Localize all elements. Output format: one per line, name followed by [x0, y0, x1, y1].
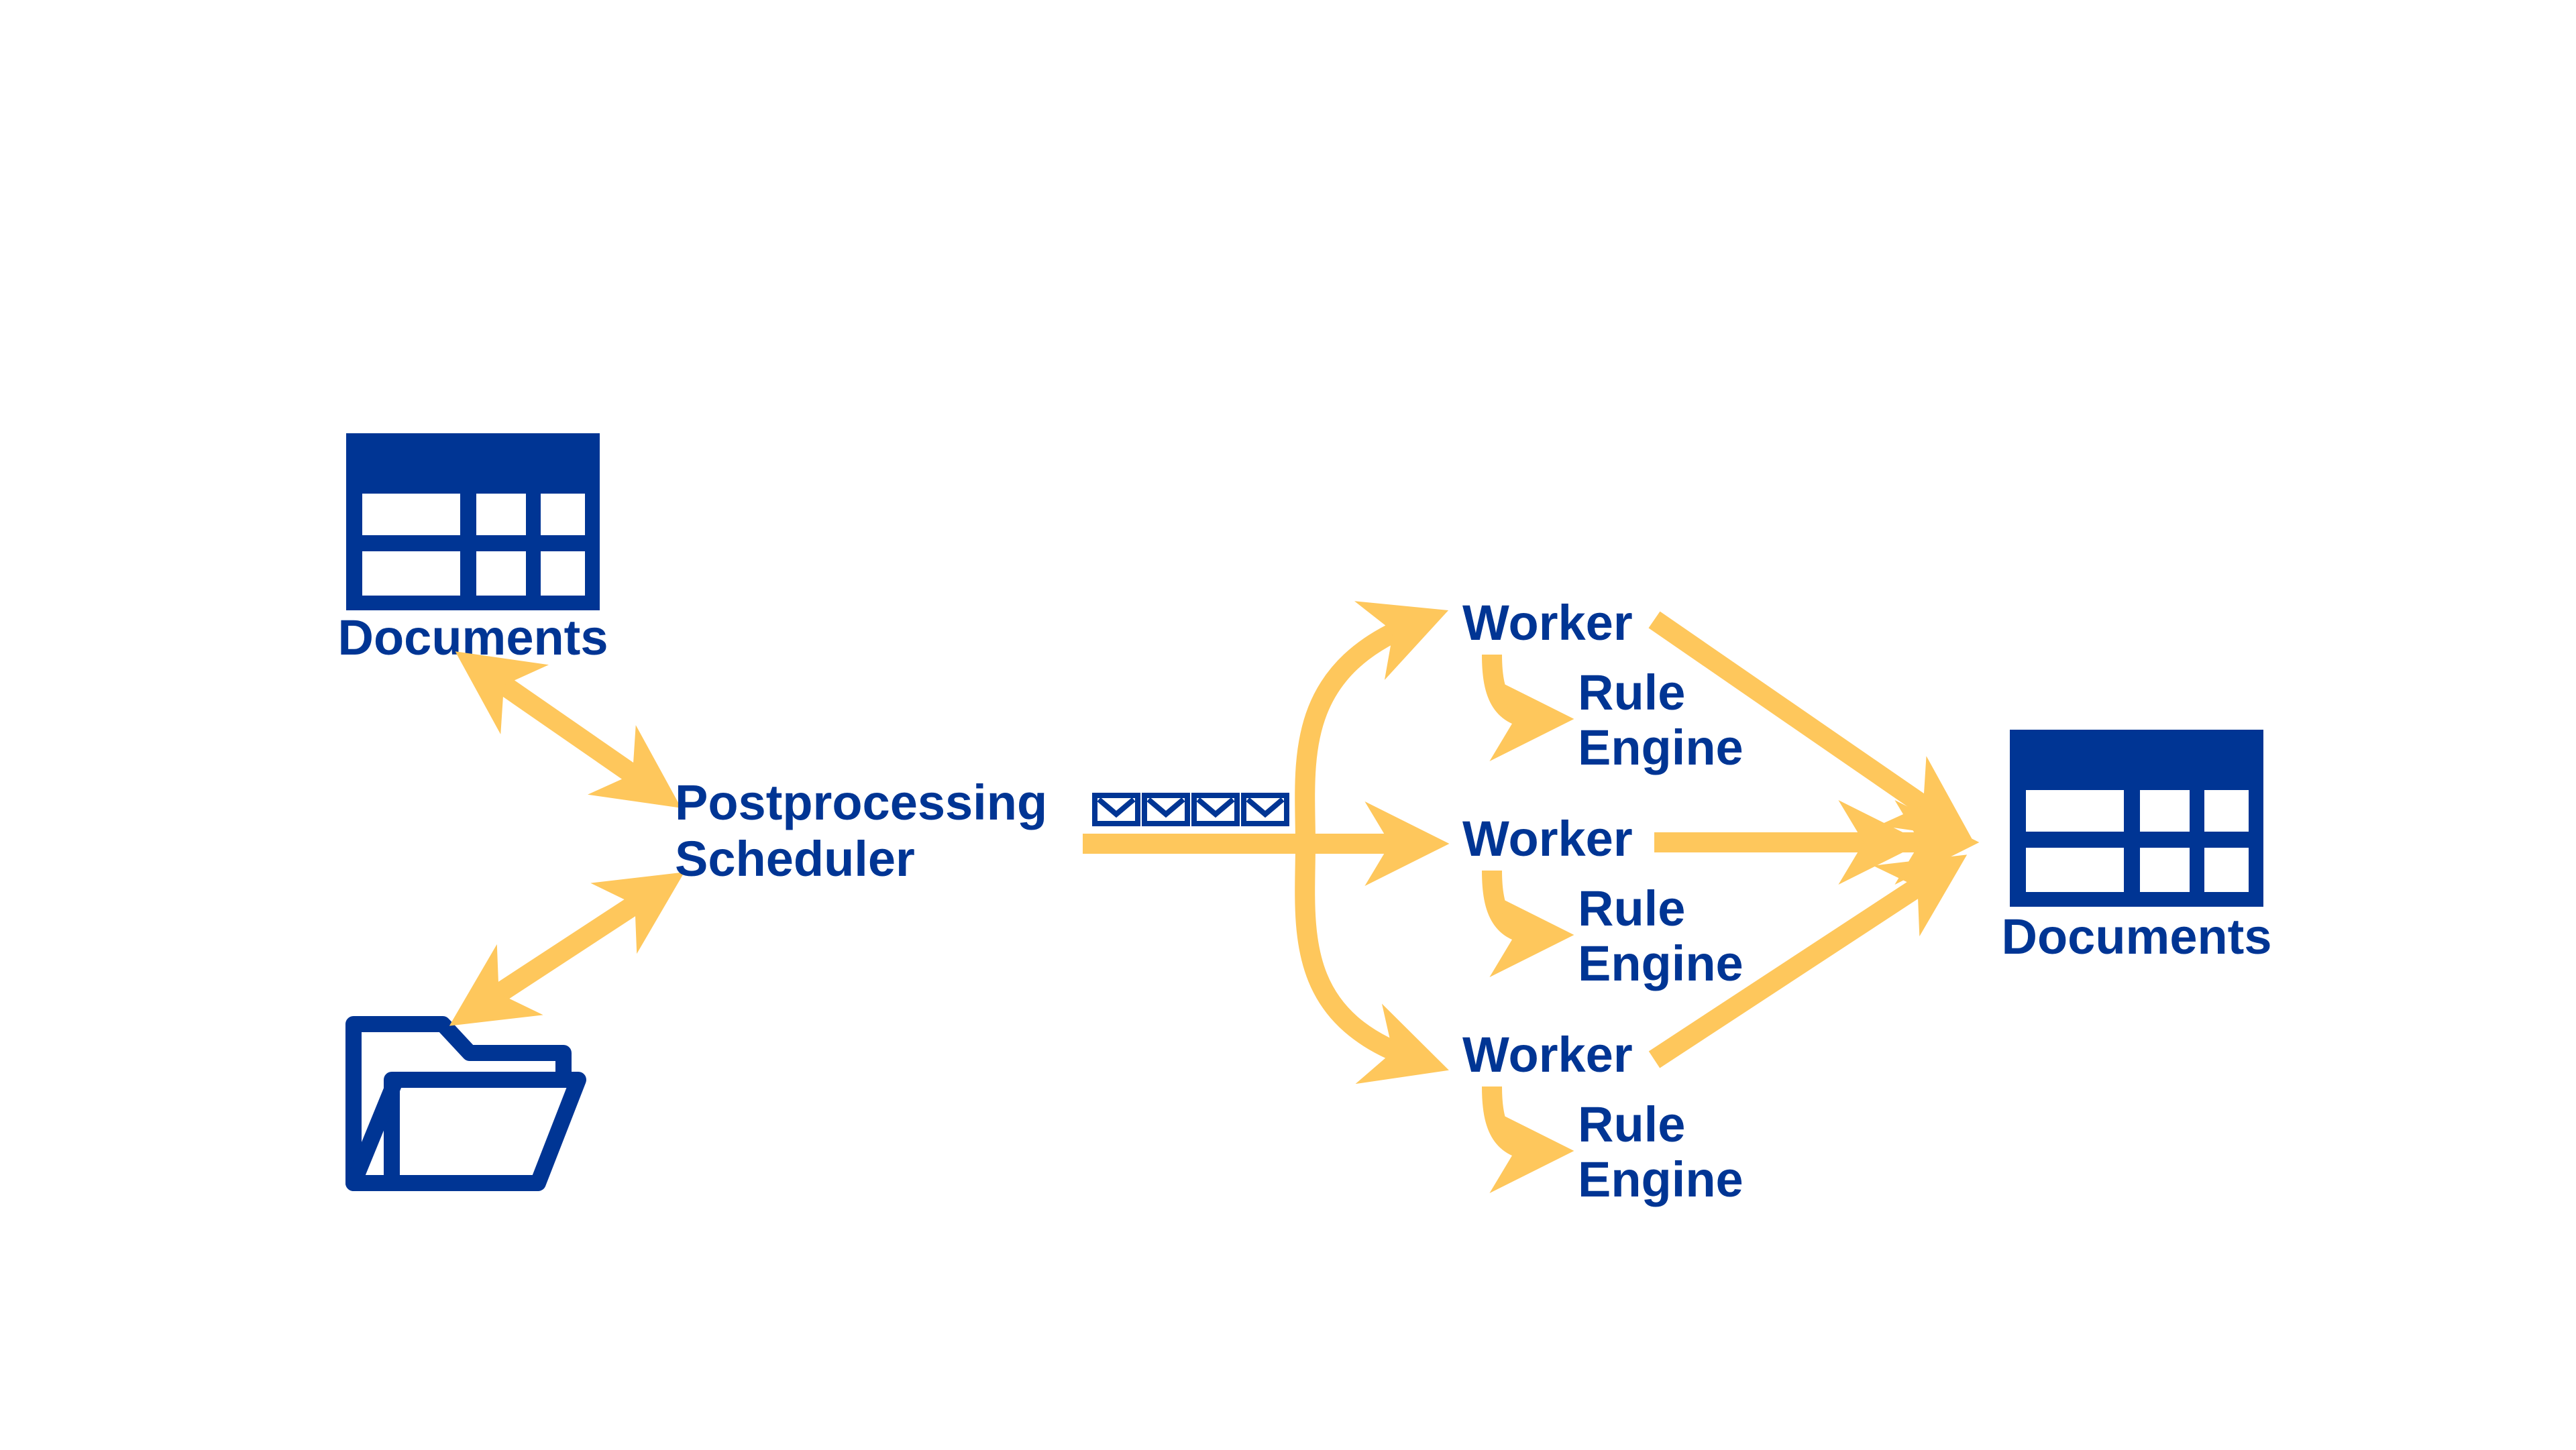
- arrow-worker-3-documents: [1648, 854, 1968, 1068]
- scheduler-label: Postprocessing Scheduler: [675, 775, 1061, 887]
- rule-engine-line2: Engine: [1578, 936, 1743, 991]
- rule-engine-label-2: Rule Engine: [1578, 881, 1743, 991]
- source-table-icon: [346, 433, 600, 610]
- rule-engine-line1: Rule: [1578, 1097, 1685, 1152]
- rule-engine-label-1: Rule Engine: [1578, 665, 1743, 775]
- arrow-worker-engine-3: [1482, 1086, 1574, 1193]
- envelope-icon: [1241, 793, 1289, 826]
- rule-engine-label-3: Rule Engine: [1578, 1097, 1743, 1207]
- envelope-icon: [1191, 793, 1240, 826]
- arrow-worker-1-documents: [1648, 611, 1972, 839]
- scheduler-label-line2: Scheduler: [675, 831, 915, 887]
- arrow-folder-scheduler: [449, 872, 685, 1026]
- worker-label-2: Worker: [1462, 811, 1633, 867]
- arrow-worker-engine-1: [1482, 654, 1574, 761]
- rule-engine-line1: Rule: [1578, 881, 1685, 936]
- message-queue: [1092, 793, 1289, 826]
- arrow-scheduler-worker-1: [1295, 601, 1449, 844]
- envelope-icon: [1142, 793, 1190, 826]
- worker-label-3: Worker: [1462, 1027, 1633, 1082]
- rule-engine-line1: Rule: [1578, 665, 1685, 720]
- folder-icon: [345, 1016, 586, 1191]
- worker-label-1: Worker: [1462, 595, 1633, 651]
- target-table-icon: [2010, 730, 2263, 907]
- scheduler-label-line1: Postprocessing: [675, 775, 1047, 830]
- rule-engine-line2: Engine: [1578, 720, 1743, 775]
- arrow-scheduler-worker-3: [1295, 843, 1449, 1084]
- source-documents-label: Documents: [338, 610, 608, 665]
- arrow-documents-scheduler: [455, 651, 682, 808]
- rule-engine-line2: Engine: [1578, 1152, 1743, 1207]
- envelope-icon: [1092, 793, 1140, 826]
- arrow-worker-engine-2: [1482, 870, 1574, 977]
- target-documents-label: Documents: [2002, 909, 2272, 964]
